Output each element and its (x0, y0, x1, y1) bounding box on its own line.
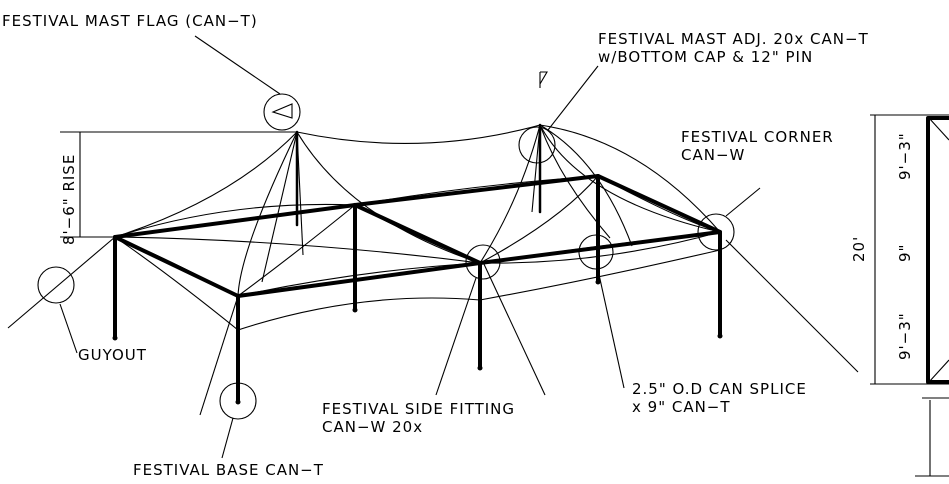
base-foot (717, 333, 723, 339)
plan-middle-text: 9" (896, 244, 914, 262)
label-corner-line1: FESTIVAL CORNER (681, 128, 834, 146)
fabric-right-slope (539, 124, 721, 233)
leader-base (221, 417, 234, 459)
scallop-front-1 (237, 262, 481, 297)
leader-splice (597, 269, 625, 389)
leader-guyout (59, 303, 78, 354)
plan-overall-text: 20' (850, 236, 868, 262)
fabric-lines (114, 124, 721, 331)
callout-circle-guyout (37, 266, 75, 304)
plan-bottom-text: 9'−3" (896, 312, 914, 360)
fabric-left-slope (114, 131, 298, 238)
leader-mast-adj (547, 65, 599, 131)
middle-cross-beam (353, 203, 482, 265)
fabric-right-slope-2 (539, 124, 633, 247)
adj-mast-flag (539, 71, 548, 88)
rise-dimension: 8'−6" RISE (60, 131, 297, 245)
plan-diagonal-top (928, 117, 949, 141)
leader-mast-flag (194, 35, 281, 95)
fabric-left-slope-3 (261, 131, 298, 283)
base-foot (595, 279, 601, 285)
callout-circles (37, 93, 735, 420)
fabric-left-slope-2 (237, 131, 298, 297)
callout-circle-base (219, 382, 257, 420)
label-base: FESTIVAL BASE CAN−T (133, 461, 324, 479)
label-guyout: GUYOUT (78, 346, 147, 364)
plan-diagonal-bottom (928, 359, 949, 383)
fabric-right-slope-4 (531, 124, 541, 213)
scallop-front-lower-1 (237, 297, 481, 331)
label-corner-line2: CAN−W (681, 146, 745, 164)
callout-circle-mast-flag (263, 93, 301, 131)
scallop-back-1 (114, 203, 356, 238)
leader-side-fitting-1 (435, 277, 477, 396)
scallop-left-inner (114, 236, 239, 331)
base-foot (352, 307, 358, 313)
leader-side-fitting-2 (482, 261, 546, 396)
callout-circle-side-fitting (465, 244, 501, 280)
scallop-front-lower-2 (479, 249, 721, 301)
label-side-fitting-line1: FESTIVAL SIDE FITTING (322, 400, 515, 418)
base-foot (477, 365, 483, 371)
leader-base-guy (199, 295, 239, 416)
base-foot (235, 399, 241, 405)
inner-diagonal-6 (114, 236, 481, 264)
plan-view-dimensions: 20' 9'−3" 9" 9'−3" (850, 114, 949, 477)
callout-circle-splice (578, 234, 614, 270)
base-foot (112, 335, 118, 341)
ridge-line-left (296, 124, 541, 145)
leader-corner-guy (725, 239, 859, 373)
plan-frame (926, 116, 949, 384)
label-mast-adj-line1: FESTIVAL MAST ADJ. 20x CAN−T (598, 30, 869, 48)
leader-guyout-line (7, 236, 116, 329)
callout-circle-corner (697, 213, 735, 251)
mast-flag-pennant (271, 103, 293, 119)
leader-corner (725, 187, 761, 217)
plan-top-text: 9'−3" (896, 132, 914, 180)
callout-circle-mast-adj (518, 126, 556, 164)
label-splice-line2: x 9" CAN−T (632, 398, 731, 416)
label-splice-line1: 2.5" O.D CAN SPLICE (632, 380, 807, 398)
labels: FESTIVAL MAST FLAG (CAN−T) FESTIVAL MAST… (2, 12, 869, 479)
rise-dimension-text: 8'−6" RISE (60, 154, 78, 245)
label-mast-flag: FESTIVAL MAST FLAG (CAN−T) (2, 12, 258, 30)
inner-diagonal-4 (237, 204, 356, 297)
fabric-right-slope-3 (479, 124, 541, 264)
leader-lines (7, 35, 859, 459)
label-side-fitting-line2: CAN−W 20x (322, 418, 423, 436)
frame-poles (112, 71, 723, 405)
ridge-line-right (539, 124, 721, 233)
fabric-mast-left-center (296, 131, 481, 264)
label-mast-adj-line2: w/BOTTOM CAP & 12" PIN (598, 48, 813, 66)
